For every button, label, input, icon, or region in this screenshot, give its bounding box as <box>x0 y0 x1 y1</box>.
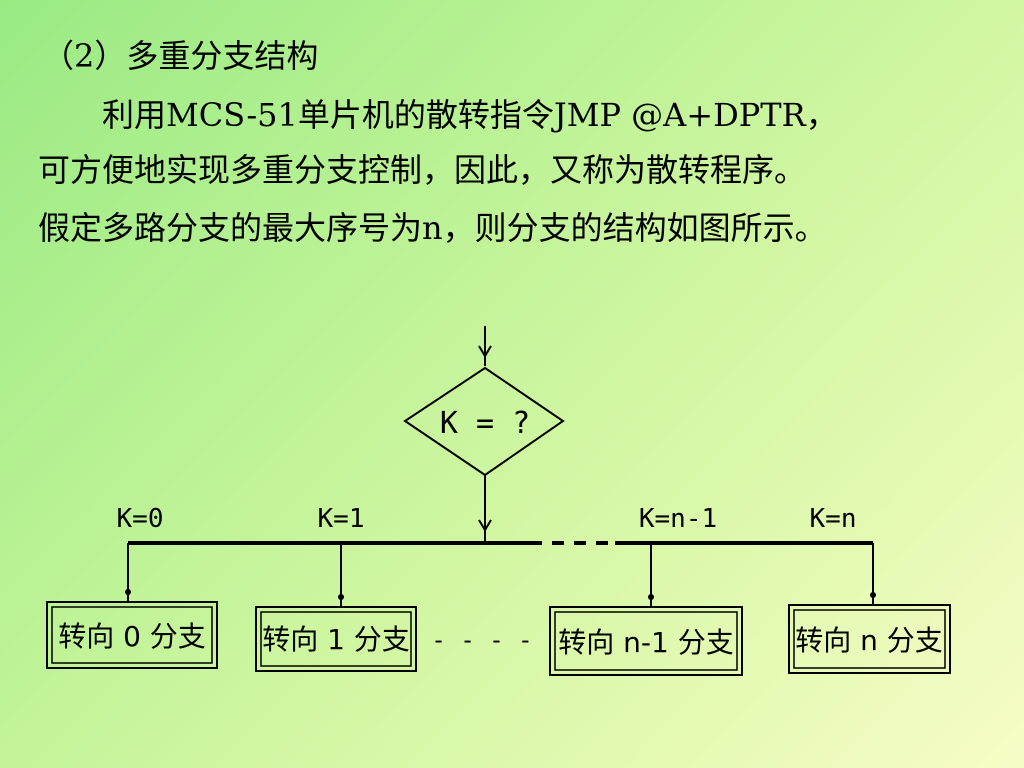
boxes-gap-dashes: - - - - <box>431 626 532 654</box>
branch-drop-lines <box>125 543 876 607</box>
branch-label-k1: K=1 <box>318 504 365 534</box>
decision-label: K = ? <box>440 406 530 441</box>
branch-box-n: 转向 n 分支 <box>788 604 951 674</box>
branch-box-0: 转向 0 分支 <box>46 601 218 669</box>
section-heading: （2）多重分支结构 <box>42 37 319 75</box>
branch-label-kn: K=n <box>810 504 857 534</box>
branch-box-1: 转向 1 分支 <box>255 606 417 672</box>
branch-box-0-label: 转向 0 分支 <box>58 620 206 653</box>
flow-arrow-into-decision <box>478 326 492 366</box>
paragraph-line-2: 可方便地实现多重分支控制，因此，又称为散转程序。 <box>38 151 807 189</box>
branch-box-n-1-label: 转向 n-1 分支 <box>558 626 733 659</box>
branch-box-n-label: 转向 n 分支 <box>795 624 943 657</box>
paragraph-line-1: 利用MCS-51单片机的散转指令JMP @A+DPTR， <box>102 96 838 134</box>
paragraph-line-3: 假定多路分支的最大序号为n，则分支的结构如图所示。 <box>38 209 827 247</box>
branch-box-1-label: 转向 1 分支 <box>262 623 410 656</box>
branch-label-kn-1: K=n-1 <box>639 504 717 534</box>
branch-box-n-1: 转向 n-1 分支 <box>549 606 743 676</box>
flow-arrow-to-bus <box>478 475 492 542</box>
branch-label-k0: K=0 <box>117 504 164 534</box>
